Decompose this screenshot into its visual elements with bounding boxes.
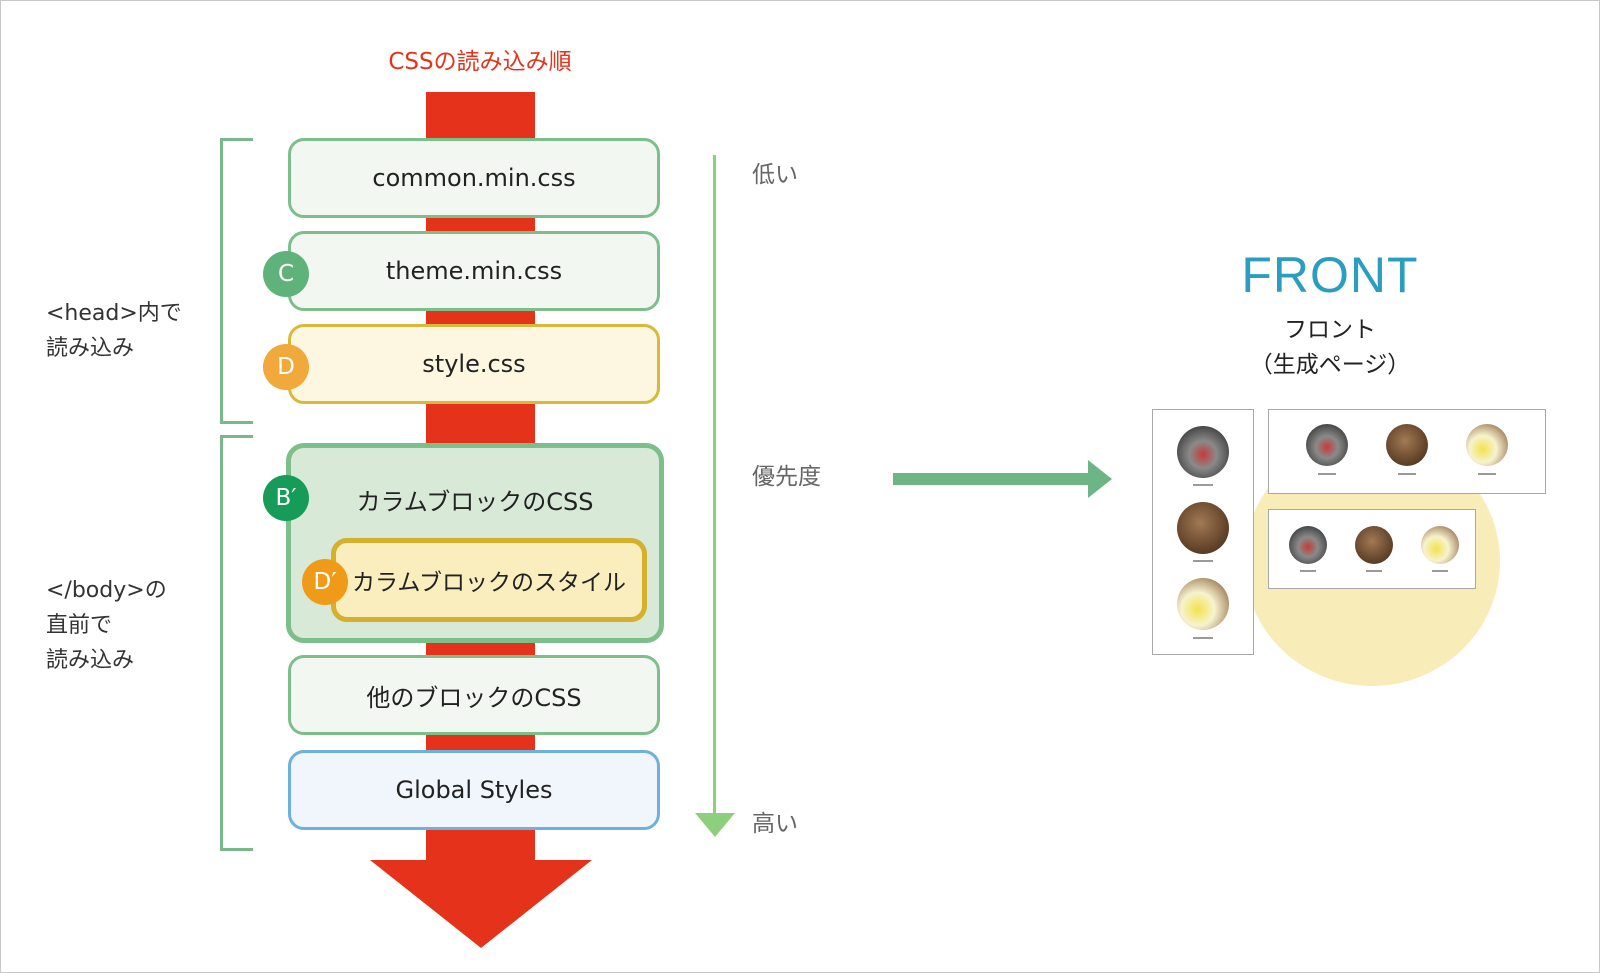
body-group-label-line1: </body>の: [46, 578, 167, 603]
priority-high-label: 高い: [752, 811, 798, 837]
badge-b-prime: B′: [263, 475, 309, 521]
front-page-mock-wide: [1268, 409, 1546, 494]
front-subtitle-note: （生成ページ）: [1249, 352, 1411, 378]
thumbnail-image: [1355, 526, 1393, 564]
thumbnail-image: [1306, 424, 1348, 466]
theme-css-box: theme.min.css: [288, 231, 660, 311]
thumbnail-caption: [1300, 570, 1316, 572]
thumbnail-caption: [1193, 560, 1213, 562]
column-block-style-box: カラムブロックのスタイル: [331, 538, 647, 622]
thumbnail-caption: [1398, 473, 1416, 475]
column-block-css-box: カラムブロックのCSS カラムブロックのスタイル: [286, 443, 664, 643]
load-order-arrow-head: [370, 860, 592, 948]
global-styles-label: Global Styles: [395, 776, 553, 804]
front-page-mock-vertical: [1152, 409, 1254, 655]
head-group-label-line1: <head>内で: [46, 301, 182, 326]
output-arrow-head: [1088, 460, 1112, 498]
body-group-bracket: [220, 435, 253, 851]
other-block-css-box: 他のブロックのCSS: [288, 655, 660, 735]
thumbnail-image: [1386, 424, 1428, 466]
front-title: FRONT: [1241, 247, 1419, 303]
style-css-label: style.css: [422, 350, 526, 378]
priority-low-label: 低い: [752, 162, 798, 188]
thumbnail-image: [1177, 426, 1229, 478]
theme-css-label: theme.min.css: [385, 257, 563, 285]
head-group-label-line2: 読み込み: [46, 336, 135, 361]
body-group-label-line3: 読み込み: [46, 648, 135, 673]
thumbnail-image: [1421, 526, 1459, 564]
output-arrow-shaft: [893, 473, 1093, 485]
priority-label: 優先度: [752, 464, 821, 490]
front-page-mock-medium: [1268, 509, 1476, 589]
style-css-box: style.css: [288, 324, 660, 404]
other-block-css-label: 他のブロックのCSS: [366, 683, 582, 712]
thumbnail-image: [1289, 526, 1327, 564]
front-subtitle: フロント: [1284, 317, 1376, 343]
head-group-label: <head>内で 読み込み: [46, 296, 182, 366]
thumbnail-image: [1177, 578, 1229, 630]
load-order-title: CSSの読み込み順: [388, 49, 572, 75]
body-group-label: </body>の 直前で 読み込み: [46, 573, 167, 678]
priority-arrow-head: [695, 813, 735, 837]
thumbnail-caption: [1478, 473, 1496, 475]
thumbnail-caption: [1193, 484, 1213, 486]
badge-d-prime: D′: [302, 559, 348, 605]
thumbnail-caption: [1366, 570, 1382, 572]
column-block-css-label: カラムブロックのCSS: [356, 488, 594, 516]
thumbnail-caption: [1318, 473, 1336, 475]
common-css-label: common.min.css: [372, 164, 576, 192]
badge-c: C: [263, 251, 309, 297]
priority-arrow-line: [713, 155, 716, 815]
global-styles-box: Global Styles: [288, 750, 660, 830]
badge-d: D: [263, 344, 309, 390]
body-group-label-line2: 直前で: [46, 613, 113, 638]
head-group-bracket: [220, 138, 253, 424]
common-css-box: common.min.css: [288, 138, 660, 218]
thumbnail-caption: [1432, 570, 1448, 572]
column-block-style-label: カラムブロックのスタイル: [352, 570, 626, 596]
thumbnail-image: [1177, 502, 1229, 554]
thumbnail-caption: [1193, 637, 1213, 639]
thumbnail-image: [1466, 424, 1508, 466]
